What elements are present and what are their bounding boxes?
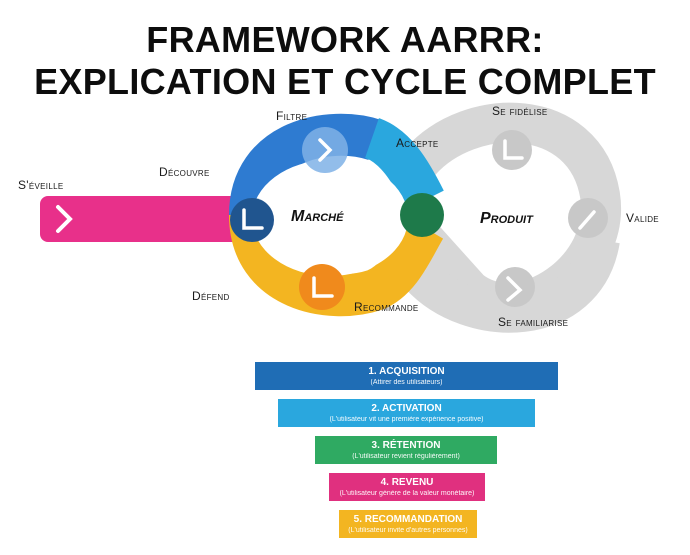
stage-fidelise: Se fidélise [492,104,548,118]
chevron-right-icon [318,138,333,162]
funnel-step-title: 1. ACQUISITION [368,366,445,377]
page-title-line-1: FRAMEWORK AARRR: [146,19,544,60]
decouvre-marker [230,198,274,242]
fidelise-marker [492,130,532,170]
funnel-step-revenu: 4. REVENU (L'utilisateur génère de la va… [329,473,485,501]
stage-defend: Défend [192,289,230,303]
corner-icon [312,276,334,298]
corner-icon [242,208,264,230]
funnel-step-acquisition: 1. ACQUISITION (Attirer des utilisateurs… [255,362,558,390]
marche-center [252,160,408,276]
funnel-step-retention: 3. RÉTENTION (L'utilisateur revient régu… [315,436,497,464]
marche-ring-cyan [363,118,444,210]
produit-center [455,158,575,278]
marche-ring-yellow [229,213,444,317]
filtre-marker [302,127,348,173]
chevron-right-icon [56,205,73,233]
accepte-node [400,193,444,237]
stage-accepte: Accepte [396,136,439,150]
stage-filtre: Filtre [276,109,308,123]
funnel-step-title: 2. ACTIVATION [371,403,442,414]
produit-label: Produit [480,210,533,227]
stage-valide: Valide [626,211,659,225]
funnel-step-subtitle: (L'utilisateur génère de la valeur monét… [339,490,475,497]
stage-recommande: Recommande [354,300,419,314]
marche-label: Marché [291,208,344,225]
page-title-line-2: EXPLICATION ET CYCLE COMPLET [34,61,656,102]
funnel-step-title: 5. RECOMMANDATION [353,514,463,525]
corner-icon [578,210,596,230]
stage-decouvre: Découvre [159,165,210,179]
funnel-step-subtitle: (L'utilisateur vit une première expérien… [329,416,484,423]
corner-icon [503,139,524,160]
funnel-step-activation: 2. ACTIVATION (L'utilisateur vit une pre… [278,399,535,427]
marche-ring-blue [229,113,382,217]
funnel-step-title: 4. REVENU [380,477,434,488]
stage-familiarise: Se familiarise [498,315,569,329]
funnel-step-title: 3. RÉTENTION [371,440,441,451]
funnel-step-subtitle: (L'utilisateur revient régulièrement) [352,453,460,460]
produit-ring-lower [405,235,620,333]
stage-eveille: S'éveille [18,178,64,192]
funnel-step-subtitle: (Attirer des utilisateurs) [370,379,443,386]
recommande-marker [299,264,345,310]
funnel-step-subtitle: (L'utilisateur invite d'autres personnes… [348,527,468,534]
funnel-step-recommandation: 5. RECOMMANDATION (L'utilisateur invite … [339,510,477,538]
corner-icon [506,276,523,302]
entry-bar [40,196,245,242]
